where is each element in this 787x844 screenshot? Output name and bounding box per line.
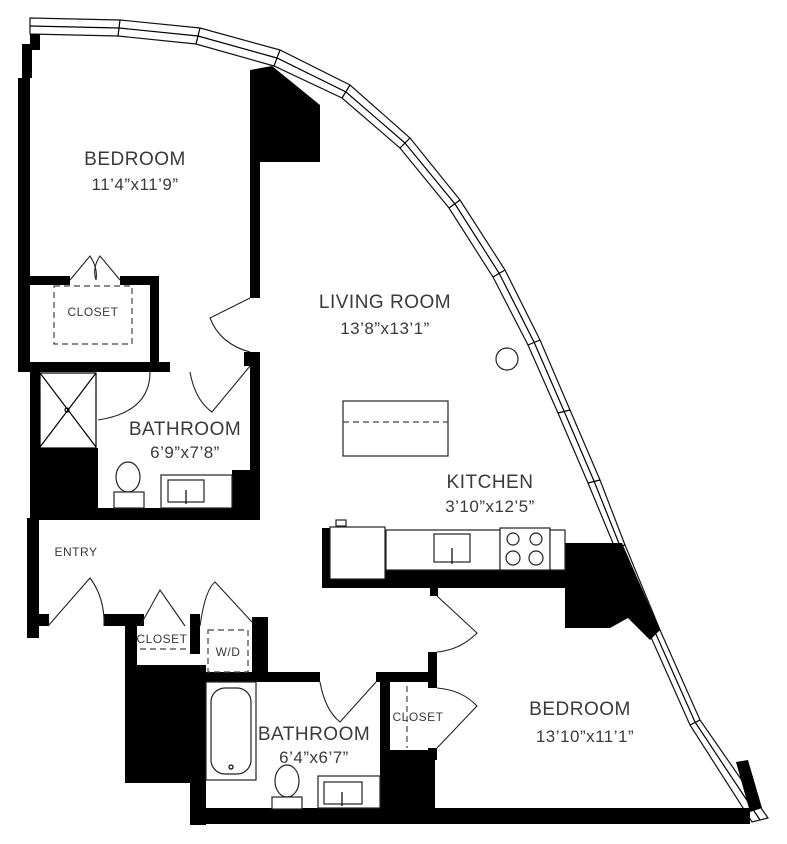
washer-dryer-label: W/D [216, 645, 241, 659]
entry-label: ENTRY [55, 545, 98, 559]
vanity-sink [160, 474, 233, 509]
walls [18, 34, 762, 825]
bathroom2-dimensions: 6’4”x6’7” [279, 748, 349, 767]
bathroom2-name: BATHROOM [258, 724, 370, 745]
toilet-icon [113, 461, 145, 509]
washer-dryer [207, 629, 249, 673]
closet2-label: CLOSET [136, 632, 187, 646]
bedroom2-name: BEDROOM [529, 699, 631, 720]
bathroom1-name: BATHROOM [129, 419, 241, 440]
room-labels: BEDROOM 11’4”x11’9” LIVING ROOM 13’8”x13… [55, 149, 634, 767]
door-swings [47, 255, 478, 749]
bedroom2-dimensions: 13’10”x11’1” [536, 727, 634, 746]
bathroom1-dimensions: 6’9”x7’8” [150, 443, 220, 462]
bedroom1-dimensions: 11’4”x11’9” [91, 175, 178, 194]
closet1-label: CLOSET [67, 305, 118, 319]
kitchen-name: KITCHEN [447, 472, 534, 493]
kitchen-island [342, 400, 449, 457]
closet3-label: CLOSET [392, 710, 443, 724]
living-room-dimensions: 13’8”x13’1” [340, 319, 430, 338]
living-room-name: LIVING ROOM [319, 292, 451, 313]
toilet-icon [271, 764, 303, 810]
bedroom1-name: BEDROOM [84, 149, 186, 170]
bathtub-icon [205, 681, 257, 781]
vanity-sink [317, 775, 381, 809]
kitchen-counter [329, 519, 566, 580]
closet-rod [53, 285, 133, 345]
column [495, 347, 519, 371]
shower [39, 372, 97, 449]
fixtures [39, 285, 566, 810]
kitchen-dimensions: 3’10”x12’5” [445, 497, 535, 516]
